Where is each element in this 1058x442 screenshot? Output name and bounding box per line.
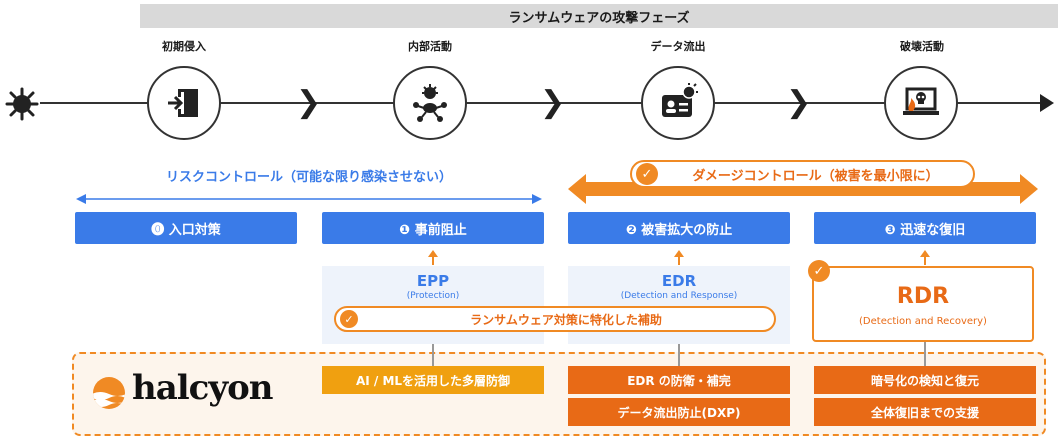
chevron-right-icon: ❯ bbox=[296, 85, 322, 120]
damage-control-arrow bbox=[568, 172, 1038, 206]
stage-label-destruction: 破壊活動 bbox=[900, 40, 944, 53]
epp-subtitle: (Protection) bbox=[406, 291, 460, 301]
connector-line bbox=[924, 342, 926, 366]
step-prevention: ❶ 事前阻止 bbox=[322, 212, 544, 244]
connector-line bbox=[432, 344, 434, 366]
feature-edr-complement: EDR の防衛・補完 bbox=[568, 366, 790, 394]
edr-subtitle: (Detection and Response) bbox=[620, 291, 738, 301]
damage-control-label: ダメージコントロール（被害を最小限に） bbox=[692, 168, 939, 184]
step-damage-spread-prevention: ❷ 被害拡大の防止 bbox=[568, 212, 790, 244]
virus-network-icon bbox=[393, 66, 467, 140]
edr-title: EDR bbox=[661, 272, 697, 290]
arrow-up-icon bbox=[674, 250, 684, 265]
check-icon: ✓ bbox=[808, 260, 830, 282]
edr-panel: EDR (Detection and Response) bbox=[568, 266, 790, 344]
connector-line bbox=[678, 344, 680, 366]
chevron-right-icon: ❯ bbox=[786, 85, 812, 120]
feature-ai-ml-defense: AI / MLを活用した多層防御 bbox=[322, 366, 544, 394]
step-rapid-recovery: ❸ 迅速な復旧 bbox=[814, 212, 1036, 244]
timeline-end-arrow-icon bbox=[1040, 94, 1054, 112]
ransomware-support-label: ランサムウェア対策に特化した補助 bbox=[470, 312, 662, 327]
feature-full-recovery-support: 全体復旧までの支援 bbox=[814, 398, 1036, 426]
arrow-up-icon bbox=[920, 250, 930, 265]
check-icon: ✓ bbox=[340, 310, 358, 328]
stage-label-initial-intrusion: 初期侵入 bbox=[162, 40, 206, 53]
laptop-skull-icon bbox=[884, 66, 958, 140]
ransomware-support-pill: ✓ ランサムウェア対策に特化した補助 bbox=[334, 306, 776, 332]
feature-data-exfiltration-prevention: データ流出防止(DXP) bbox=[568, 398, 790, 426]
chevron-right-icon: ❯ bbox=[540, 85, 566, 120]
risk-control-label: リスクコントロール（可能な限り感染させない） bbox=[165, 170, 452, 185]
stage-label-data-exfiltration: データ流出 bbox=[650, 40, 706, 53]
damage-control-pill: ✓ ダメージコントロール（被害を最小限に） bbox=[630, 160, 975, 188]
epp-title: EPP bbox=[416, 272, 450, 290]
check-icon: ✓ bbox=[636, 163, 658, 185]
door-enter-icon bbox=[147, 66, 221, 140]
attack-phase-banner: ランサムウェアの攻撃フェーズ bbox=[140, 4, 1058, 28]
stage-label-internal-activity: 内部活動 bbox=[408, 40, 452, 53]
id-card-virus-icon bbox=[641, 66, 715, 140]
feature-encryption-detection-restore: 暗号化の検知と復元 bbox=[814, 366, 1036, 394]
halcyon-wordmark: halcyon bbox=[132, 368, 274, 408]
rdr-panel: RDR (Detection and Recovery) bbox=[812, 266, 1034, 342]
rdr-title: RDR bbox=[896, 284, 950, 309]
epp-panel: EPP (Protection) bbox=[322, 266, 544, 344]
step-entrance-measures: ⓿ 入口対策 bbox=[75, 212, 297, 244]
risk-control-arrow bbox=[76, 190, 542, 204]
halcyon-logo-icon bbox=[92, 376, 126, 410]
arrow-up-icon bbox=[428, 250, 438, 265]
rdr-subtitle: (Detection and Recovery) bbox=[859, 316, 987, 327]
timeline-line bbox=[40, 102, 1040, 104]
virus-icon bbox=[4, 86, 40, 122]
